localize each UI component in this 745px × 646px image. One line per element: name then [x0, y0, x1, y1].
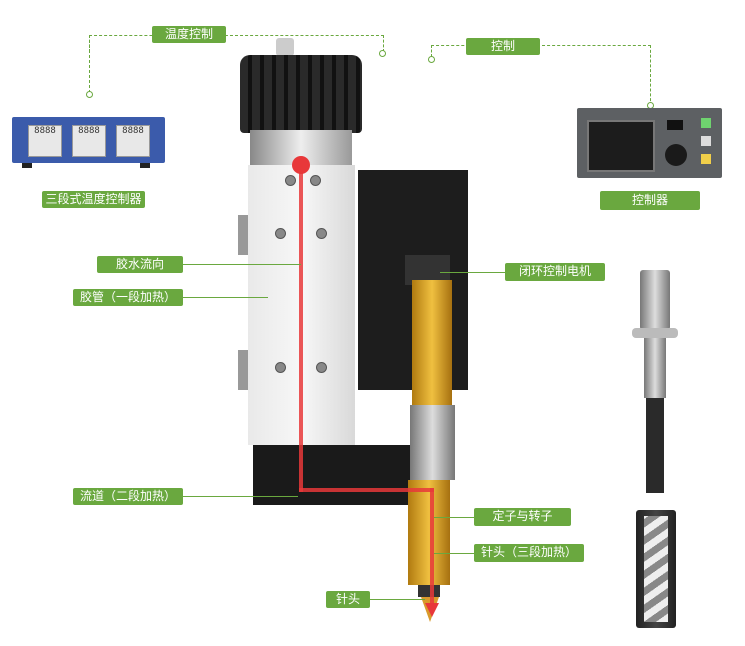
label-motor: 闭环控制电机: [505, 263, 605, 281]
controller-screen: [587, 120, 655, 172]
bolt: [316, 228, 327, 239]
controller-device: [577, 108, 722, 178]
leader-line: [183, 297, 268, 298]
label-temp-controller: 三段式温度控制器: [42, 191, 145, 208]
yellow-button: [701, 154, 711, 164]
temp-display: 8888: [72, 125, 106, 157]
rotor-collar: [632, 328, 678, 338]
connector-dot: [379, 50, 386, 57]
white-button: [701, 136, 711, 146]
control-connector-left: [431, 45, 432, 57]
label-glue-flow: 胶水流向: [97, 256, 183, 273]
flow-path: [299, 165, 303, 492]
stator-housing: [410, 405, 455, 480]
label-hose: 胶管（一段加热）: [73, 289, 183, 306]
label-needle-heat: 针头（三段加热）: [474, 544, 584, 562]
temp-display: 8888: [116, 125, 150, 157]
green-button: [701, 118, 711, 128]
control-connector: [431, 45, 651, 106]
flow-arrow-icon: [425, 603, 439, 617]
bolt: [316, 362, 327, 373]
label-control: 控制: [466, 38, 540, 55]
bolt: [275, 228, 286, 239]
connector-dot: [86, 91, 93, 98]
label-temp-control: 温度控制: [152, 26, 226, 43]
temp-connector-top: [89, 35, 384, 52]
leader-line: [434, 517, 474, 518]
side-tab: [238, 350, 248, 390]
leader-line: [183, 496, 298, 497]
gold-barrel: [412, 280, 452, 405]
leader-line: [434, 553, 474, 554]
bolt: [275, 362, 286, 373]
temperature-controller-device: 8888 8888 8888: [12, 117, 165, 163]
temp-display: 8888: [28, 125, 62, 157]
knob-icon: [665, 144, 687, 166]
side-tab: [238, 215, 248, 255]
controller-readout: [667, 120, 683, 130]
connector-dot: [428, 56, 435, 63]
label-stator-rotor: 定子与转子: [474, 508, 571, 526]
leader-line: [440, 272, 505, 273]
temp-connector-left: [89, 35, 90, 93]
cooling-cap: [240, 55, 362, 133]
fitting: [276, 38, 294, 56]
bolt: [310, 175, 321, 186]
screw-rotor: [644, 516, 668, 622]
flow-path: [299, 488, 434, 492]
leader-line: [183, 264, 301, 265]
nozzle-heater: [408, 480, 450, 585]
bolt: [285, 175, 296, 186]
leader-line: [370, 599, 425, 600]
flow-path: [430, 488, 434, 610]
flow-channel-block: [253, 445, 413, 505]
nozzle-collar: [418, 585, 440, 597]
rotor-shaft-top: [640, 270, 670, 330]
label-channel: 流道（二段加热）: [73, 488, 183, 505]
label-needle: 针头: [326, 591, 370, 608]
rotor-sleeve: [646, 398, 664, 493]
foot: [22, 163, 32, 168]
foot: [140, 163, 150, 168]
rotor-shaft: [644, 338, 666, 398]
label-controller: 控制器: [600, 191, 700, 210]
stator: [636, 510, 676, 628]
